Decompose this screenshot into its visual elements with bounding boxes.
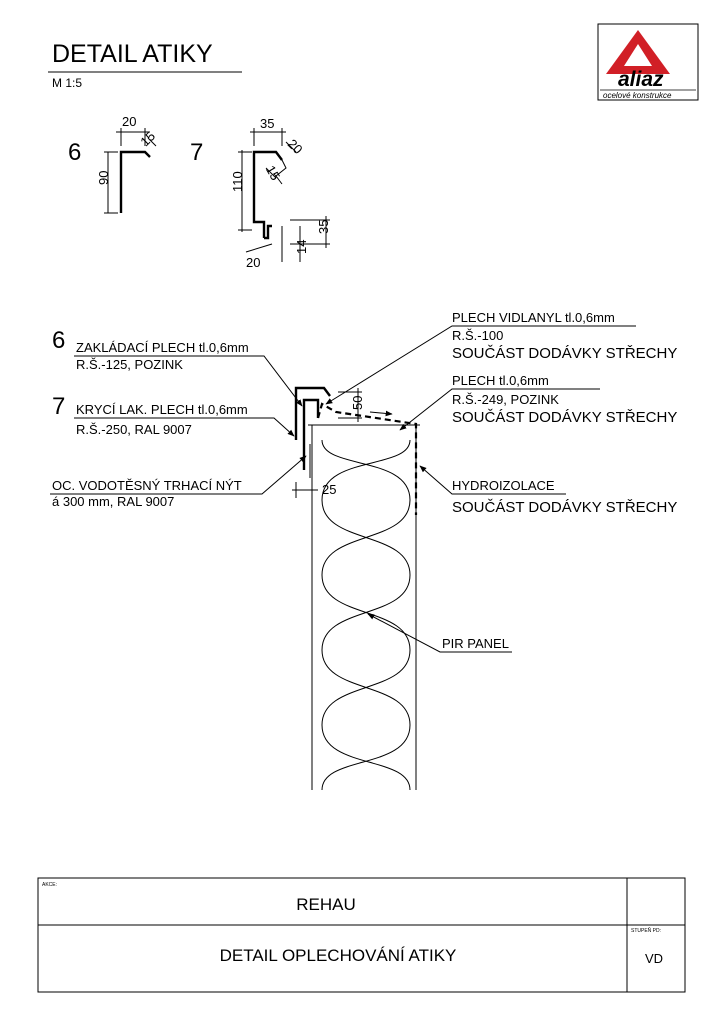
callout-hydro-line1: HYDROIZOLACE — [452, 478, 555, 493]
callout-rivet-line1: OC. VODOTĚSNÝ TRHACÍ NÝT — [52, 478, 242, 493]
callout-vidlanyl-line2: R.Š.-100 — [452, 328, 503, 343]
stupen-value: VD — [645, 951, 663, 966]
callout-6-line2: R.Š.-125, POZINK — [76, 357, 183, 372]
callout-vidlanyl-leader — [325, 325, 636, 405]
dim-line — [245, 243, 273, 253]
p7-dim-bottom-mid: 14 — [294, 240, 309, 254]
callout-vidlanyl-line1: PLECH VIDLANYL tl.0,6mm — [452, 310, 615, 325]
callout-plech-line3: SOUČÁST DODÁVKY STŘECHY — [452, 409, 677, 426]
stupen-label: STUPEŇ PD: — [631, 927, 661, 934]
callout-7-leader — [74, 417, 295, 437]
profile-6-number: 6 — [68, 139, 81, 166]
callout-rivet-line2: á 300 mm, RAL 9007 — [52, 494, 174, 509]
p7-dim-bottom-left: 20 — [246, 255, 260, 270]
project-name: REHAU — [296, 895, 356, 914]
p7-dim-lip: 20 — [285, 136, 306, 157]
profile-7-shape — [252, 150, 283, 238]
callout-pir-leader — [367, 613, 512, 653]
profile-7: 7 35 20 15 110 20 14 35 — [190, 116, 331, 270]
title-block: AKCE: REHAU DETAIL OPLECHOVÁNÍ ATIKY STU… — [37, 877, 686, 993]
drawing-name: DETAIL OPLECHOVÁNÍ ATIKY — [220, 946, 457, 965]
dim-line — [285, 141, 297, 153]
logo-triangle-inner-icon — [624, 44, 652, 66]
callout-plech: PLECH tl.0,6mm R.Š.-249, POZINK SOUČÁST … — [399, 373, 677, 431]
profile-7-hem — [264, 224, 272, 240]
callout-6: 6 ZAKLÁDACÍ PLECH tl.0,6mm R.Š.-125, POZ… — [52, 327, 303, 407]
section-dim-25: 25 — [322, 482, 336, 497]
callout-6-leader — [74, 355, 303, 407]
p6-dim-height: 90 — [96, 171, 111, 185]
callout-7-number: 7 — [52, 393, 65, 420]
slope-arrow-icon — [369, 410, 393, 417]
profile-7-number: 7 — [190, 139, 203, 166]
profile-6: 6 20 15 90 — [68, 114, 158, 214]
callout-7: 7 KRYCÍ LAK. PLECH tl.0,6mm R.Š.-250, RA… — [52, 393, 295, 437]
p7-dim-height: 110 — [230, 171, 245, 192]
logo-subtitle: ocelové konstrukce — [603, 91, 672, 100]
callout-hydro-leader — [419, 465, 566, 495]
callout-vidlanyl: PLECH VIDLANYL tl.0,6mm R.Š.-100 SOUČÁST… — [325, 310, 677, 405]
callout-plech-line1: PLECH tl.0,6mm — [452, 373, 549, 388]
callout-6-number: 6 — [52, 327, 65, 354]
callout-vidlanyl-line3: SOUČÁST DODÁVKY STŘECHY — [452, 345, 677, 362]
callout-plech-line2: R.Š.-249, POZINK — [452, 392, 559, 407]
cover-flashing — [294, 386, 331, 440]
callout-hydro-line2: SOUČÁST DODÁVKY STŘECHY — [452, 499, 677, 516]
p7-dim-top: 35 — [260, 116, 274, 131]
base-flashing — [302, 398, 320, 470]
callout-pir-line1: PIR PANEL — [442, 636, 509, 651]
callout-pir: PIR PANEL — [367, 613, 512, 653]
akce-label: AKCE: — [42, 882, 57, 888]
company-logo: aliaz ocelové konstrukce — [597, 23, 699, 101]
pir-panel — [308, 424, 420, 791]
dim-line — [147, 137, 157, 147]
callout-plech-leader — [399, 388, 600, 431]
title-block-frame — [37, 877, 686, 993]
p6-dim-lip: 15 — [137, 128, 158, 149]
logo-frame — [597, 23, 699, 101]
drawing-title: DETAIL ATIKY — [52, 40, 213, 68]
callout-rivet: OC. VODOTĚSNÝ TRHACÍ NÝT á 300 mm, RAL 9… — [50, 455, 307, 509]
p6-dim-width: 20 — [122, 114, 136, 129]
callout-6-line1: ZAKLÁDACÍ PLECH tl.0,6mm — [76, 340, 249, 355]
dim-line — [265, 167, 277, 179]
insulation-wave-b — [321, 439, 411, 791]
callout-hydro: HYDROIZOLACE SOUČÁST DODÁVKY STŘECHY — [419, 465, 677, 516]
p7-dim-inner: 15 — [263, 163, 283, 183]
callout-7-line1: KRYCÍ LAK. PLECH tl.0,6mm — [76, 402, 248, 417]
profile-7-inner — [275, 159, 287, 185]
profile-6-shape — [119, 150, 151, 213]
logo-name: aliaz — [618, 68, 664, 91]
section-dim-50: 50 — [350, 396, 365, 410]
callout-rivet-leader — [50, 455, 307, 495]
p7-dim-bottom-right: 35 — [316, 220, 331, 234]
callout-7-line2: R.Š.-250, RAL 9007 — [76, 422, 192, 437]
drawing-scale: M 1:5 — [52, 76, 82, 90]
membrane-dashed — [316, 402, 418, 515]
flashing-section: 50 25 — [292, 386, 418, 515]
